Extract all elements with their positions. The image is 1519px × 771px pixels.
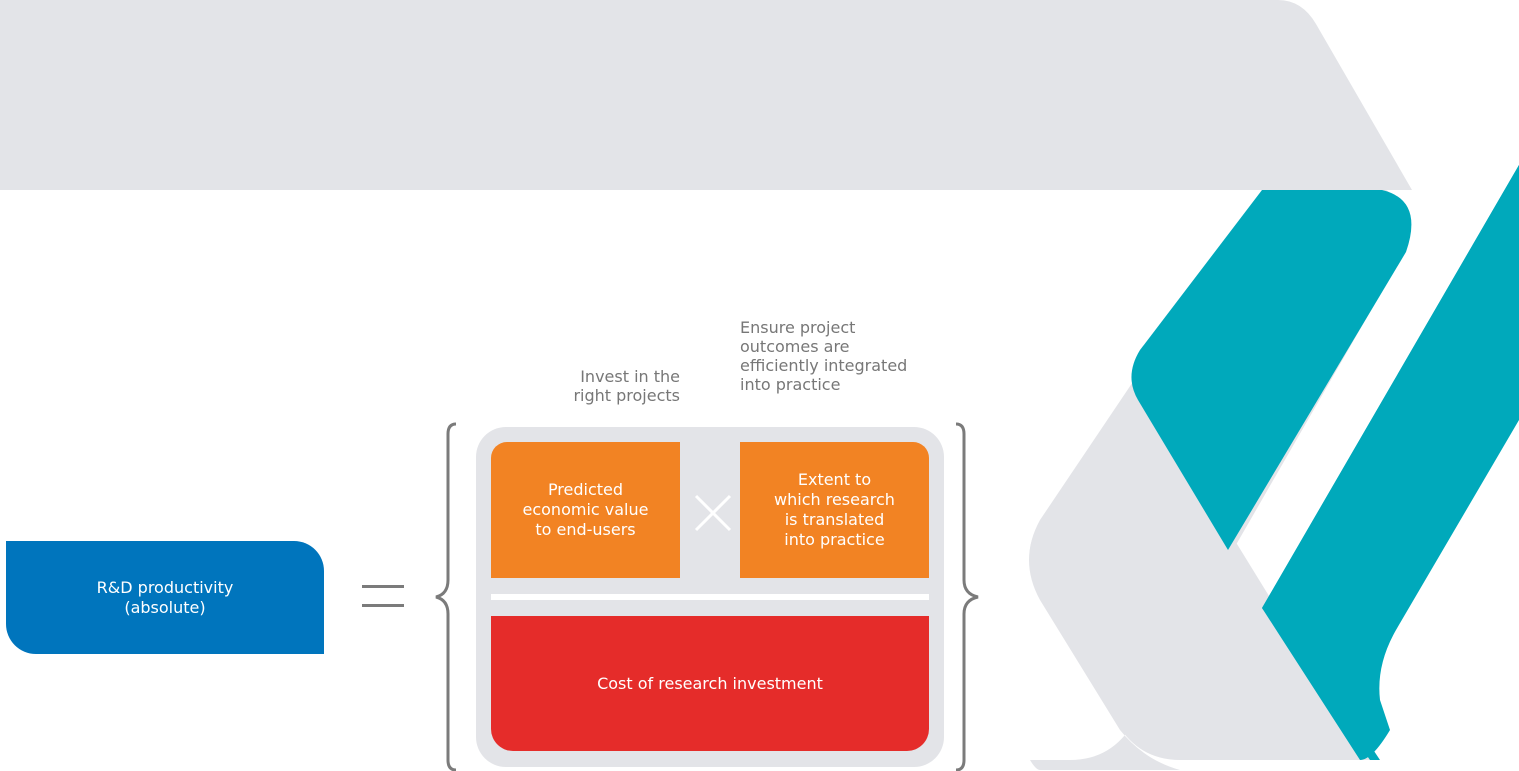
cost-box: Cost of research investment [491, 616, 929, 751]
times-icon [694, 494, 732, 532]
left-brace-icon [435, 422, 457, 771]
grey-top-band [0, 0, 1412, 190]
right-brace-icon [955, 422, 979, 771]
rd-productivity-box: R&D productivity (absolute) [6, 541, 324, 654]
equals-icon [362, 585, 404, 609]
grey-chevron-lower [1029, 380, 1370, 760]
teal-right-stripe-body [1262, 165, 1519, 760]
predicted-value-label: Predicted economic value to end-users [522, 480, 649, 539]
invest-caption: Invest in the right projects [573, 367, 680, 405]
extent-translated-box: Extent to which research is translated i… [740, 442, 929, 578]
teal-upper-stripe [1131, 190, 1412, 550]
predicted-value-box: Predicted economic value to end-users [491, 442, 680, 578]
rd-productivity-label: R&D productivity (absolute) [96, 577, 234, 617]
ensure-caption: Ensure project outcomes are efficiently … [740, 318, 908, 394]
cost-label: Cost of research investment [597, 673, 823, 693]
extent-translated-label: Extent to which research is translated i… [774, 470, 895, 549]
fraction-line [491, 594, 929, 600]
